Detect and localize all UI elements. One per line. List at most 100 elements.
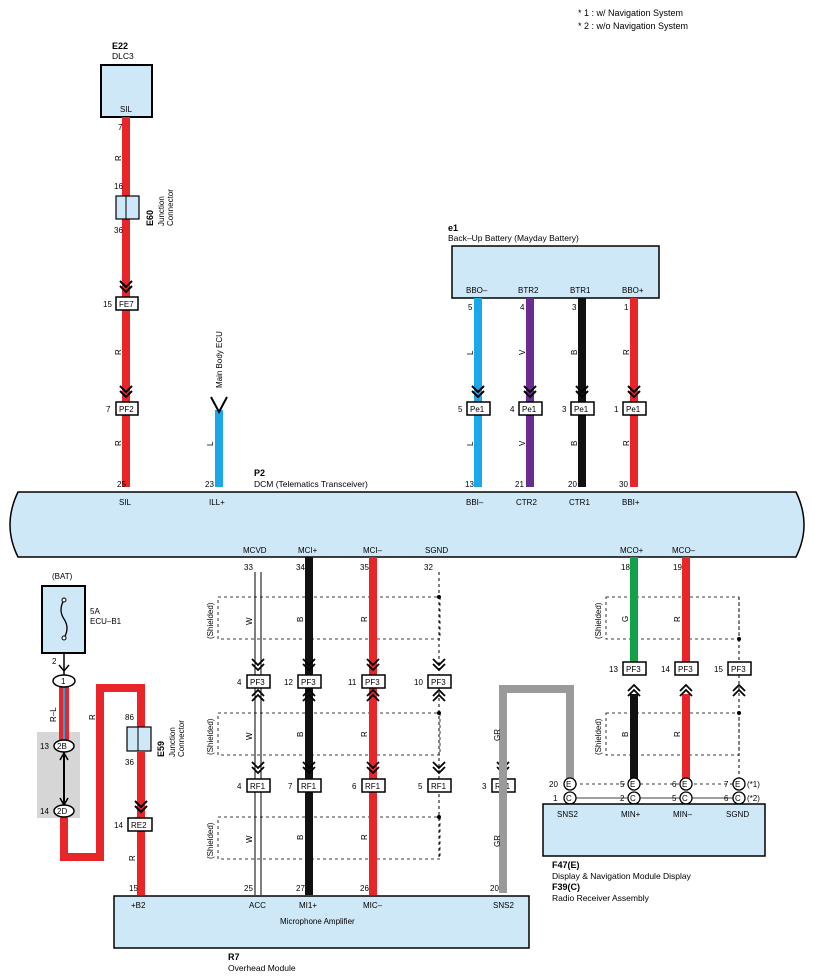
- p2-term-ctr2: CTR2: [516, 498, 537, 507]
- r7-pin-26: 26: [360, 884, 369, 893]
- pf3-right-label-1: PF3: [626, 665, 641, 674]
- junction-2b-label: 2B: [57, 742, 67, 751]
- e60-pin-36: 36: [114, 226, 123, 235]
- shield-box-2: [217, 712, 441, 756]
- p2-pin-34: 34: [296, 563, 305, 572]
- re2-pin: 14: [114, 821, 123, 830]
- e1-term-bbo-minus: BBO–: [466, 286, 488, 295]
- pf3-left-pin-12: 12: [284, 678, 293, 687]
- e1-wire-l-1: L: [466, 350, 475, 355]
- pe1-pin-3: 3: [562, 405, 567, 414]
- r7-term-mi1: MI1+: [299, 901, 317, 910]
- e60-code: E60: [145, 210, 155, 226]
- pe1-label-2: Pe1: [522, 405, 537, 414]
- pf2-pin: 7: [106, 405, 111, 414]
- f47-term-min-plus: MIN+: [621, 810, 641, 819]
- lbl-g-r: G: [621, 616, 630, 622]
- f39-pin-6: 6: [724, 794, 729, 803]
- e1-pin-5: 5: [468, 303, 473, 312]
- p2-term-sgnd: SGND: [425, 546, 448, 555]
- pf3-right-pin-15: 15: [714, 665, 723, 674]
- wire-b2-red-loop: [60, 684, 145, 861]
- p2-name: DCM (Telematics Transceiver): [254, 479, 368, 489]
- lbl-r-re2: R: [128, 855, 137, 861]
- f47-name: Display & Navigation Module Display: [552, 871, 692, 881]
- pe1-label-4: Pe1: [626, 405, 641, 414]
- e1-battery-box: [451, 245, 660, 299]
- p2-term-bbi-minus: BBI–: [466, 498, 484, 507]
- r7-term-mic: MIC–: [363, 901, 383, 910]
- p2-dcm-box: [9, 491, 805, 558]
- rf1-pin-6: 6: [352, 782, 357, 791]
- p2-term-mcvd: MCVD: [243, 546, 267, 555]
- wire-min-minus-red: [682, 694, 690, 779]
- lbl-gr-2: GR: [493, 835, 502, 847]
- lbl-w-2: W: [245, 732, 254, 740]
- fuse-amp: 5A: [90, 607, 100, 616]
- fe7-pin: 15: [103, 300, 112, 309]
- pe1-connector-row: [466, 385, 647, 416]
- e1-wire-b-1: B: [570, 350, 579, 355]
- pf3-right-label-2: PF3: [678, 665, 693, 674]
- rf1-connector-row: [246, 761, 516, 793]
- f47-connector-rows: [563, 777, 746, 805]
- junction-2d: [53, 804, 75, 818]
- re2-label: RE2: [131, 821, 147, 830]
- rf1-label-1: RF1: [250, 782, 266, 791]
- e1-name: Back–Up Battery (Mayday Battery): [448, 233, 579, 243]
- fe7-connector: [115, 296, 139, 311]
- r7-pin-27: 27: [296, 884, 305, 893]
- rf1-pin-4: 4: [237, 782, 242, 791]
- rf1-label-4: RF1: [431, 782, 447, 791]
- e1-wire-l-2: L: [466, 441, 475, 446]
- f47-term-sgnd: SGND: [726, 810, 749, 819]
- wire-ill-color: L: [206, 441, 215, 446]
- lbl-r-2: R: [360, 731, 369, 737]
- pf3-left-pin-4: 4: [237, 678, 242, 687]
- pe1-label-1: Pe1: [470, 405, 485, 414]
- pf3-left-pin-11: 11: [348, 678, 357, 687]
- rf1-label-2: RF1: [301, 782, 317, 791]
- fe7-label: FE7: [119, 300, 134, 309]
- pf3-right-connector-row: [622, 661, 752, 697]
- shield-box-r2: [605, 712, 740, 756]
- lbl-r-1: R: [360, 616, 369, 622]
- e1-wire-r-1: R: [622, 349, 631, 355]
- e59-pin-36: 36: [125, 758, 134, 767]
- rf1-pin-3: 3: [482, 782, 487, 791]
- e1-code: e1: [448, 223, 458, 233]
- pf3-left-label-1: PF3: [250, 678, 265, 687]
- wire-mic-plus-black: [305, 557, 313, 895]
- r7-name: Overhead Module: [228, 963, 296, 973]
- p2-pin-20: 20: [568, 480, 577, 489]
- pf3-left-connector-row: [246, 658, 452, 702]
- f39-c-3: C: [682, 794, 688, 803]
- p2-pin-25: 25: [117, 480, 126, 489]
- note-1: * 1 : w/ Navigation System: [578, 8, 683, 18]
- wire-sil-color-3: R: [114, 440, 123, 446]
- wire-sil-color-1: R: [114, 155, 123, 161]
- f47-pin-5: 5: [620, 780, 625, 789]
- f39-pin-2: 2: [620, 794, 625, 803]
- p2-term-mci-minus: MCI–: [363, 546, 383, 555]
- lbl-b-2: B: [296, 732, 305, 737]
- f47-code: F47(E): [552, 860, 580, 870]
- e1-pin-3: 3: [572, 303, 577, 312]
- e60-name2: Connector: [166, 189, 175, 226]
- e1-wire-v-2: V: [518, 440, 527, 446]
- f47-note-1: (*1): [747, 780, 760, 789]
- pf3-right-pin-14: 14: [661, 665, 670, 674]
- f39-pin-1: 1: [553, 794, 558, 803]
- f47-e-4: E: [735, 780, 740, 789]
- r7-overhead-module-box: [113, 895, 530, 949]
- f47-term-min-minus: MIN–: [673, 810, 693, 819]
- p2-pin-19: 19: [673, 563, 682, 572]
- fuse-pin-2: 2: [52, 657, 57, 666]
- wire-sil-color-2: R: [114, 349, 123, 355]
- shield-label-1: (Shielded): [206, 602, 215, 639]
- fuse-symbol: [60, 599, 68, 639]
- e22-name: DLC3: [112, 51, 134, 61]
- f39-c-1: C: [566, 794, 572, 803]
- f39-pin-5: 5: [672, 794, 677, 803]
